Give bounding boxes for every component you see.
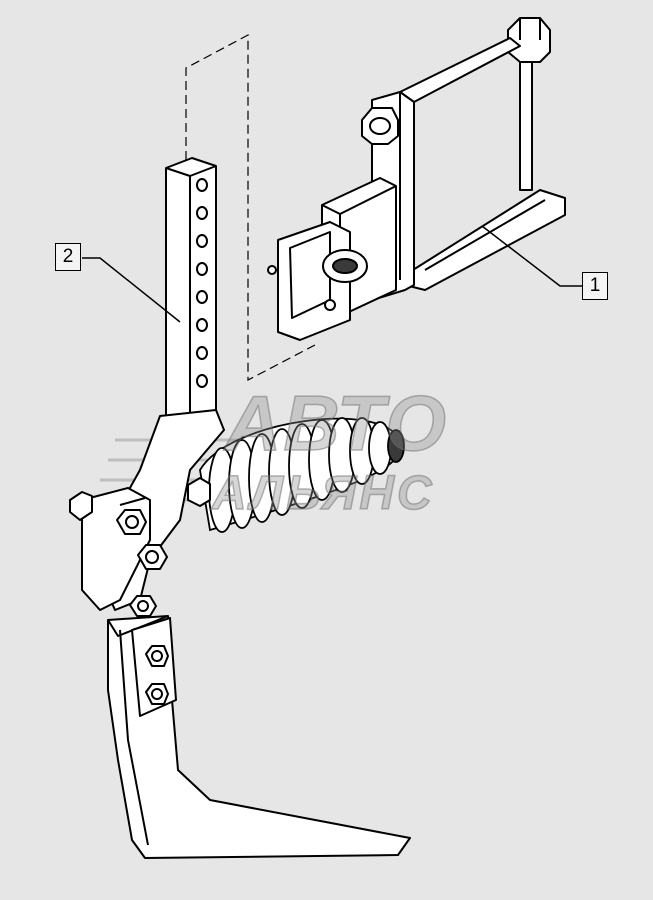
part-2-shank-bar: [165, 157, 217, 431]
callout-1-leader: [481, 225, 582, 287]
callout-part-1[interactable]: 1: [582, 272, 608, 300]
callout-2-leader: [82, 257, 181, 323]
dashed-alignment-line: [185, 34, 316, 381]
watermark-line-1: АВТО: [224, 378, 449, 468]
tine-mount-bracket: [69, 409, 225, 617]
watermark-line-2: АЛЬЯНС: [211, 466, 435, 521]
part-1-u-bolt-bracket: [267, 17, 566, 341]
tine-blade: [107, 615, 411, 859]
coil-spring: [199, 417, 405, 533]
callout-part-2[interactable]: 2: [55, 243, 81, 271]
